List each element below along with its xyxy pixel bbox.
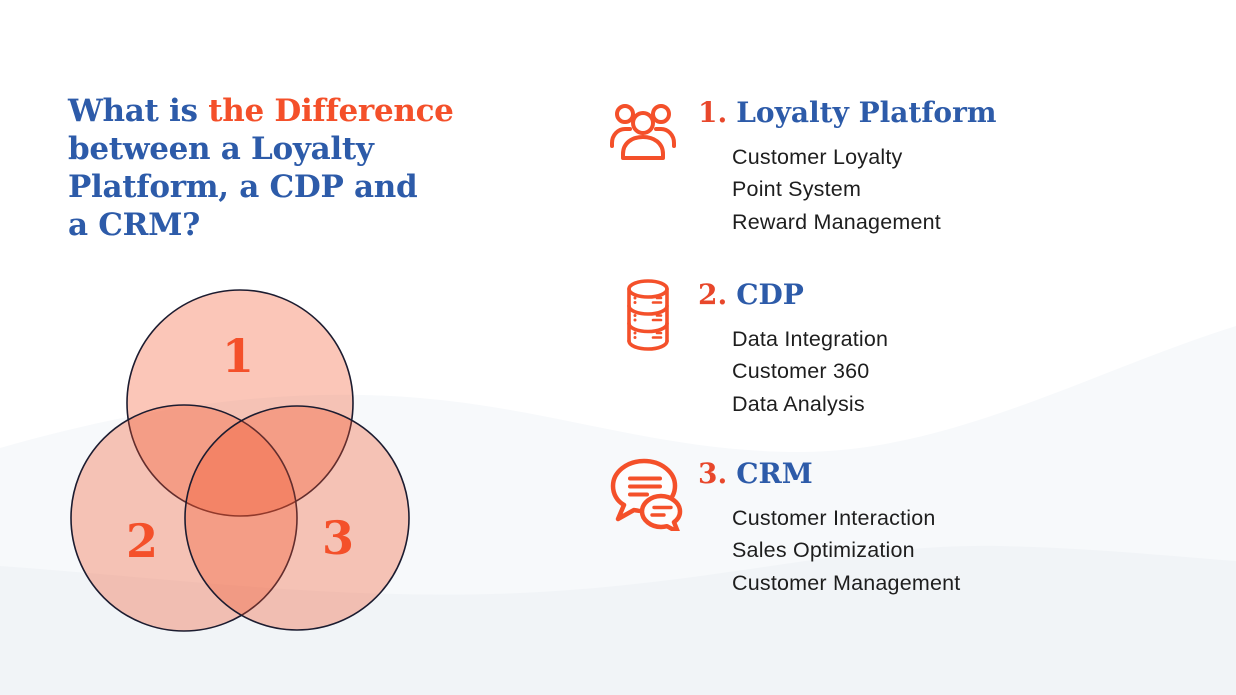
feature-line: Point System xyxy=(732,177,862,202)
venn-circle-2 xyxy=(70,404,298,632)
venn-label-2: 2 xyxy=(126,514,158,568)
venn-circle-1 xyxy=(126,289,354,517)
feature-line: Data Integration xyxy=(732,327,889,351)
venn-label-3: 3 xyxy=(322,511,354,565)
title-part-3: Platform, a CDP and xyxy=(68,169,418,205)
venn-diagram: 1 2 3 xyxy=(70,289,410,632)
item-number: 1. xyxy=(698,96,728,129)
feature-line: Customer Management xyxy=(732,570,961,595)
feature-line: Customer Loyalty xyxy=(732,145,903,169)
chat-bubbles-icon xyxy=(604,455,686,531)
item-feature-list: Customer Interaction Sales Optimization … xyxy=(732,502,960,599)
people-group-icon xyxy=(610,100,676,160)
item-heading: 3.CRM xyxy=(698,457,813,491)
item-feature-list: Customer Loyalty Point System Reward Man… xyxy=(732,141,941,238)
item-number: 3. xyxy=(698,457,728,490)
title-part-highlight: the Difference xyxy=(208,93,454,129)
item-heading: 2.CDP xyxy=(698,278,804,312)
page-title: What is the Difference between a Loyalty… xyxy=(68,92,498,244)
feature-line: Data Analysis xyxy=(732,391,865,416)
title-part-2: between a Loyalty xyxy=(68,131,374,167)
feature-line: Customer 360 xyxy=(732,359,870,384)
item-heading: 1.Loyalty Platform xyxy=(698,96,996,130)
feature-line: Reward Management xyxy=(732,209,941,234)
venn-label-1: 1 xyxy=(222,329,254,383)
item-title: Loyalty Platform xyxy=(736,96,997,129)
feature-line: Sales Optimization xyxy=(732,538,915,563)
title-part-4: a CRM? xyxy=(68,207,200,243)
database-icon xyxy=(626,278,670,352)
feature-line: Customer Interaction xyxy=(732,506,936,530)
item-feature-list: Data Integration Customer 360 Data Analy… xyxy=(732,323,888,420)
item-title: CRM xyxy=(736,457,813,490)
item-number: 2. xyxy=(698,278,728,311)
item-title: CDP xyxy=(736,278,804,311)
venn-circle-3 xyxy=(184,405,410,631)
title-part-1: What is xyxy=(68,93,209,129)
